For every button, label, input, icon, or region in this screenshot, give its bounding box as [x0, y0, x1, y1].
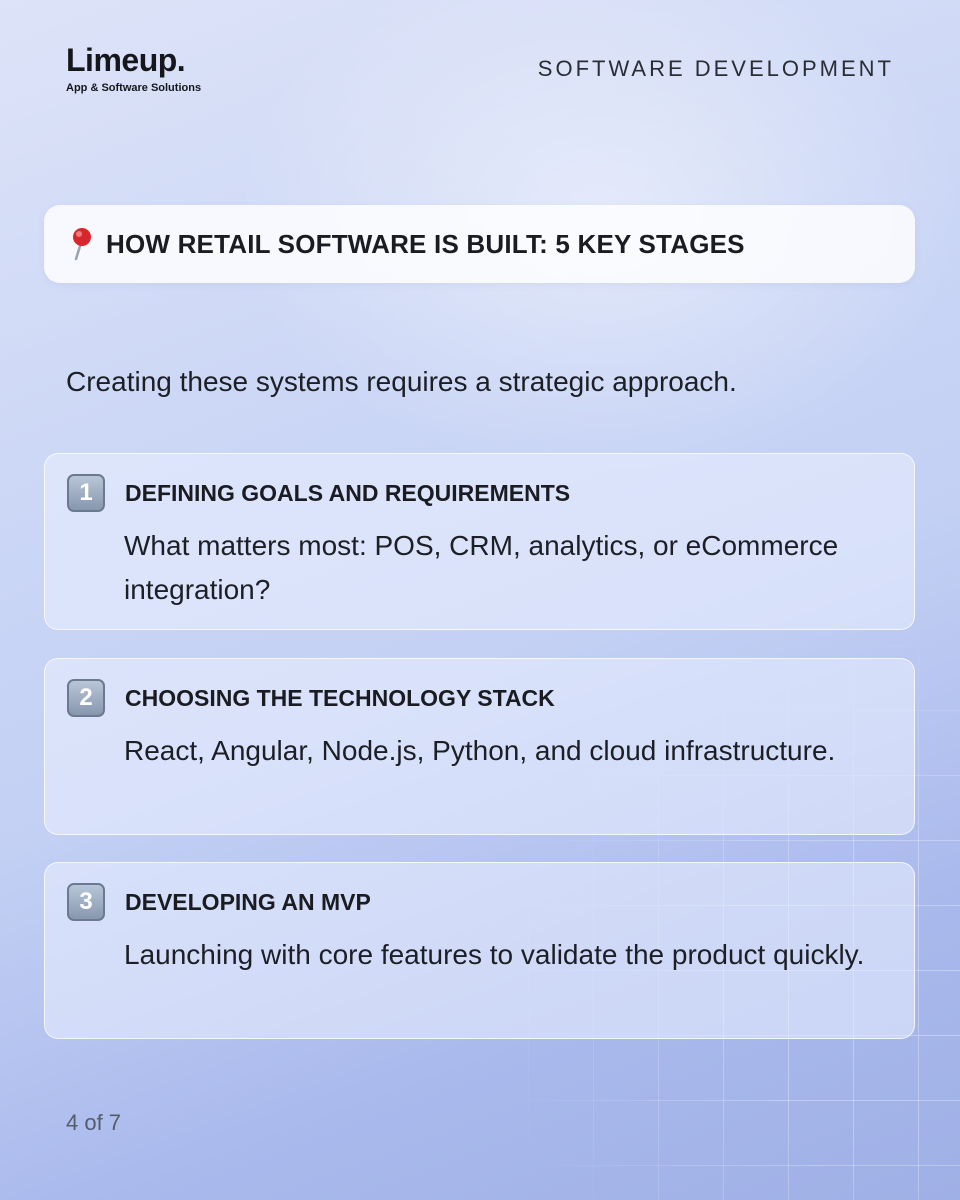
- stage-title: DEVELOPING AN MVP: [125, 889, 371, 915]
- page-counter: 4 of 7: [66, 1110, 122, 1135]
- stage-card-3: 3 DEVELOPING AN MVP Launching with core …: [44, 862, 915, 1039]
- keycap-2-icon: 2: [67, 679, 105, 717]
- category-label: SOFTWARE DEVELOPMENT: [537, 56, 894, 81]
- stage-title: CHOOSING THE TECHNOLOGY STACK: [125, 685, 555, 711]
- keycap-1-icon: 1: [67, 474, 105, 512]
- intro-text: Creating these systems requires a strate…: [66, 366, 737, 397]
- brand-tagline: App & Software Solutions: [66, 82, 202, 94]
- round-pushpin-icon: [68, 227, 94, 261]
- page-title: HOW RETAIL SOFTWARE IS BUILT: 5 KEY STAG…: [106, 228, 745, 259]
- stage-title: DEFINING GOALS AND REQUIREMENTS: [125, 480, 571, 506]
- brand-logo: Limeup. App & Software Solutions: [66, 42, 201, 94]
- stage-description: Launching with core features to validate…: [124, 939, 865, 970]
- stage-card-1: 1 DEFINING GOALS AND REQUIREMENTS What m…: [44, 453, 915, 630]
- stage-card-2: 2 CHOOSING THE TECHNOLOGY STACK React, A…: [44, 658, 915, 835]
- brand-name: Limeup.: [66, 42, 186, 78]
- stage-description: React, Angular, Node.js, Python, and clo…: [124, 735, 836, 766]
- stage-description: What matters most: POS, CRM, analytics, …: [124, 530, 839, 605]
- keycap-3-icon: 3: [67, 883, 105, 921]
- title-card: HOW RETAIL SOFTWARE IS BUILT: 5 KEY STAG…: [44, 205, 915, 283]
